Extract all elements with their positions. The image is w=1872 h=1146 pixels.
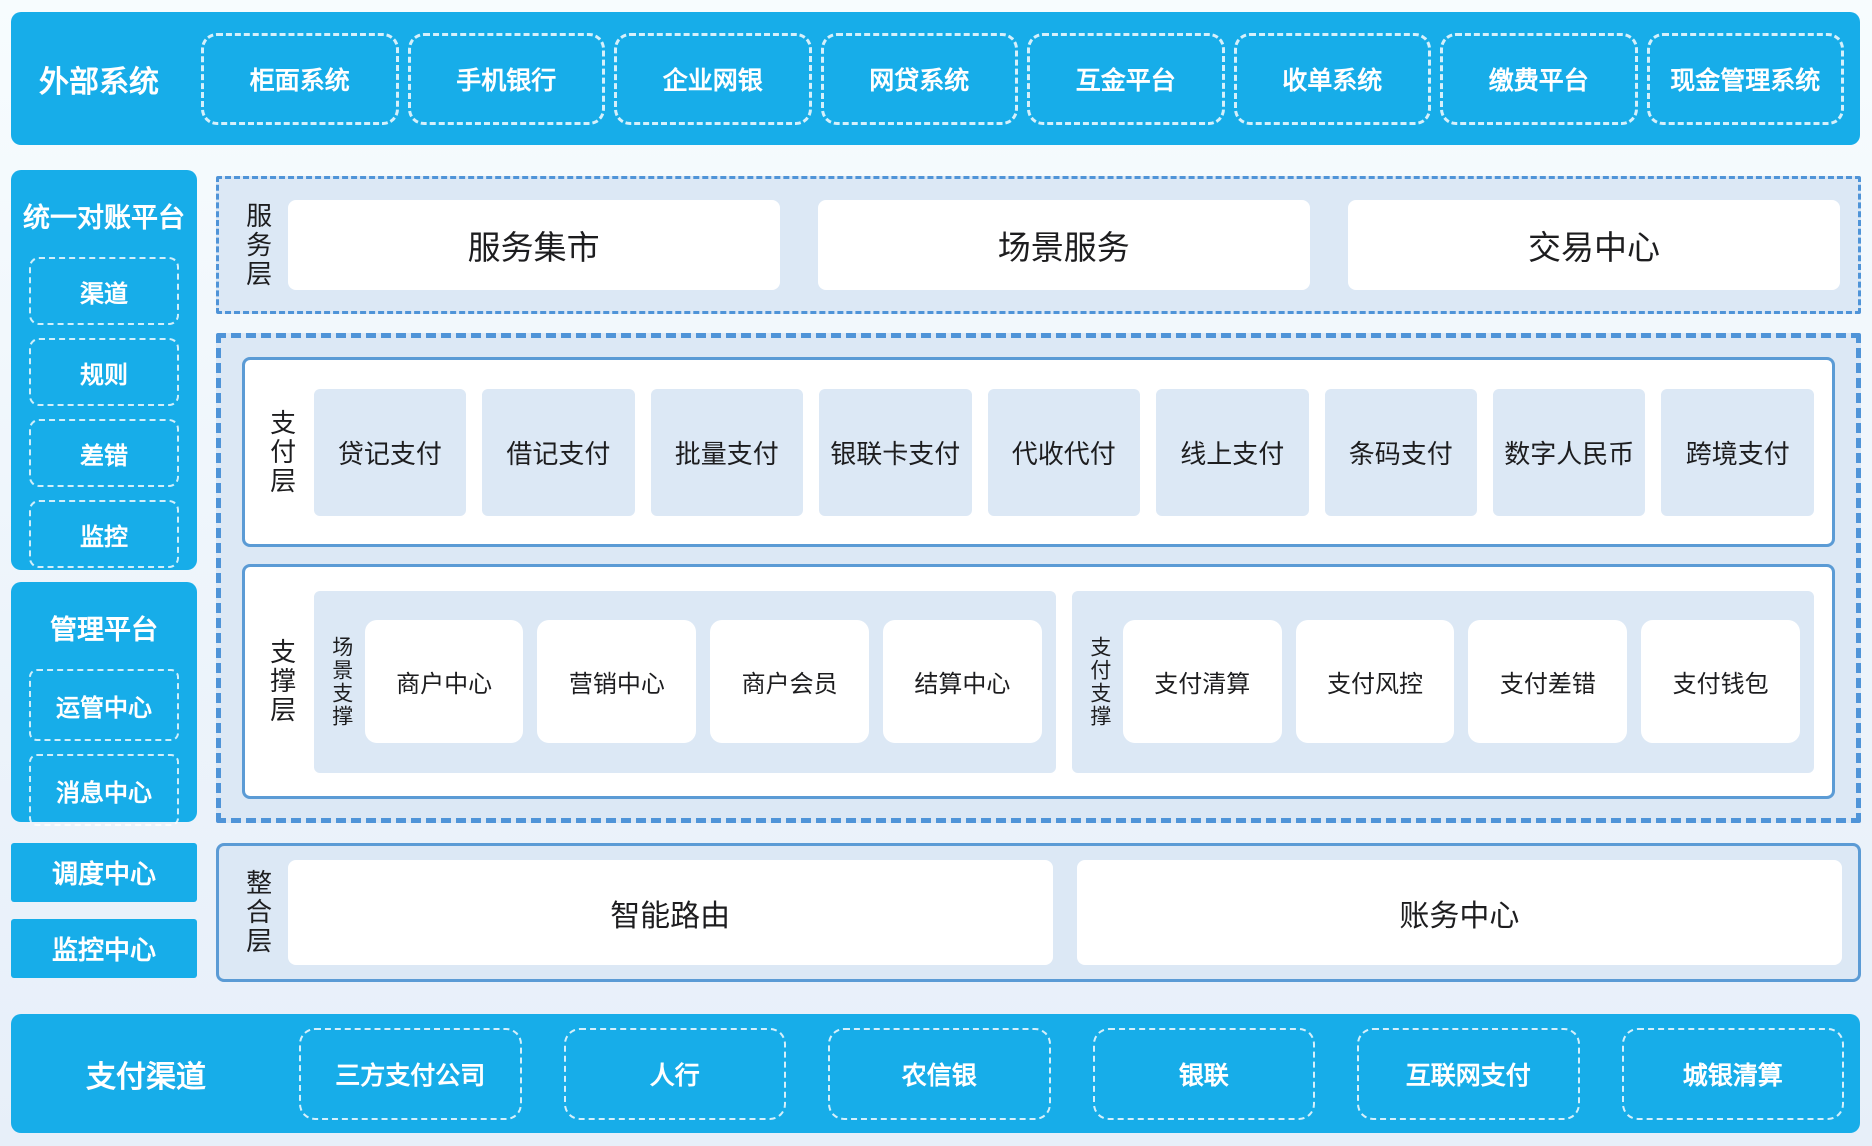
scene-support-node-1: 营销中心 xyxy=(537,620,697,743)
management-node-1: 消息中心 xyxy=(29,754,179,826)
payment-node-3: 银联卡支付 xyxy=(819,388,972,516)
payment-layer-label: 支付层 xyxy=(266,408,297,496)
reconciliation-platform-title: 统一对账平台 xyxy=(23,203,185,233)
management-node-0: 运管中心 xyxy=(29,669,179,741)
payment-channels-title: 支付渠道 xyxy=(86,1060,206,1094)
payment-support-items: 支付清算支付风控支付差错支付钱包 xyxy=(1122,620,1801,743)
reconciliation-node-2: 差错 xyxy=(29,419,179,487)
scene-support-label: 场景支撑 xyxy=(329,635,353,728)
dispatch-center-bar: 调度中心 xyxy=(11,843,197,902)
integration-layer-panel: 整合层 智能路由账务中心 xyxy=(216,843,1861,982)
scene-support-node-0: 商户中心 xyxy=(364,620,524,743)
integration-layer-label: 整合层 xyxy=(242,869,273,956)
payment-node-4: 代收代付 xyxy=(987,388,1141,516)
payment-channel-node-4: 互联网支付 xyxy=(1357,1027,1580,1120)
payment-node-2: 批量支付 xyxy=(650,388,804,516)
management-platform-title: 管理平台 xyxy=(50,615,158,645)
support-layer-groups: 场景支撑 商户中心营销中心商户会员结算中心 支付支撑 支付清算支付风控支付差错支… xyxy=(313,590,1814,773)
payment-node-6: 条码支付 xyxy=(1324,388,1477,516)
scene-support-items: 商户中心营销中心商户会员结算中心 xyxy=(364,620,1042,743)
management-platform-items: 运管中心消息中心 xyxy=(11,647,197,826)
support-layer-label: 支撑层 xyxy=(266,638,297,725)
payment-support-node-3: 支付钱包 xyxy=(1641,620,1801,743)
support-layer-panel: 支撑层 场景支撑 商户中心营销中心商户会员结算中心 支付支撑 支付清算支付风控支… xyxy=(242,564,1835,799)
payment-channel-node-2: 农信银 xyxy=(828,1027,1051,1120)
payment-node-5: 线上支付 xyxy=(1156,388,1309,516)
payment-channels-bar: 支付渠道 三方支付公司人行农信银银联互联网支付城银清算 xyxy=(11,1014,1860,1133)
integration-node-1: 账务中心 xyxy=(1076,860,1842,965)
external-systems-title: 外部系统 xyxy=(39,65,159,99)
reconciliation-platform-panel: 统一对账平台 渠道规则差错监控 xyxy=(11,170,197,570)
external-system-node-2: 企业网银 xyxy=(614,32,812,125)
external-system-node-6: 缴费平台 xyxy=(1440,32,1638,125)
payment-channel-node-5: 城银清算 xyxy=(1621,1027,1844,1120)
scene-support-node-3: 结算中心 xyxy=(883,620,1042,743)
integration-layer-items: 智能路由账务中心 xyxy=(287,860,1842,965)
payment-support-node-1: 支付风控 xyxy=(1295,620,1455,743)
external-system-node-4: 互金平台 xyxy=(1027,32,1225,125)
service-node-1: 场景服务 xyxy=(817,200,1310,290)
service-layer-items: 服务集市场景服务交易中心 xyxy=(287,200,1841,290)
service-layer-label: 服务层 xyxy=(242,201,273,289)
payment-node-7: 数字人民币 xyxy=(1492,388,1646,516)
reconciliation-node-0: 渠道 xyxy=(29,257,179,325)
external-systems-row: 柜面系统手机银行企业网银网贷系统互金平台收单系统缴费平台现金管理系统 xyxy=(201,32,1844,125)
payment-node-0: 贷记支付 xyxy=(313,388,467,516)
payment-channel-node-3: 银联 xyxy=(1092,1027,1315,1120)
external-system-node-7: 现金管理系统 xyxy=(1646,32,1844,125)
service-node-0: 服务集市 xyxy=(287,200,780,290)
reconciliation-node-3: 监控 xyxy=(29,500,179,568)
payment-channels-row: 三方支付公司人行农信银银联互联网支付城银清算 xyxy=(299,1027,1844,1120)
monitor-center-bar: 监控中心 xyxy=(11,919,197,978)
payment-support-group: 支付支撑 支付清算支付风控支付差错支付钱包 xyxy=(1071,590,1814,773)
payment-support-label: 支付支撑 xyxy=(1087,635,1111,728)
payment-support-node-2: 支付差错 xyxy=(1468,620,1628,743)
payment-node-1: 借记支付 xyxy=(482,388,635,516)
payment-node-8: 跨境支付 xyxy=(1661,388,1814,516)
reconciliation-platform-items: 渠道规则差错监控 xyxy=(11,235,197,568)
external-system-node-1: 手机银行 xyxy=(407,32,605,125)
management-platform-panel: 管理平台 运管中心消息中心 xyxy=(11,582,197,826)
service-node-2: 交易中心 xyxy=(1347,200,1841,290)
payment-layer-panel: 支付层 贷记支付借记支付批量支付银联卡支付代收代付线上支付条码支付数字人民币跨境… xyxy=(242,357,1835,547)
external-systems-bar: 外部系统 柜面系统手机银行企业网银网贷系统互金平台收单系统缴费平台现金管理系统 xyxy=(11,12,1860,145)
external-system-node-0: 柜面系统 xyxy=(201,32,399,125)
scene-support-node-2: 商户会员 xyxy=(710,620,870,743)
payment-support-node-0: 支付清算 xyxy=(1122,620,1282,743)
integration-node-0: 智能路由 xyxy=(287,860,1053,965)
reconciliation-node-1: 规则 xyxy=(29,338,179,406)
payment-channel-node-1: 人行 xyxy=(563,1027,786,1120)
external-system-node-3: 网贷系统 xyxy=(820,32,1018,125)
core-layers-container: 支付层 贷记支付借记支付批量支付银联卡支付代收代付线上支付条码支付数字人民币跨境… xyxy=(216,333,1861,823)
payment-channel-node-0: 三方支付公司 xyxy=(299,1027,522,1120)
external-system-node-5: 收单系统 xyxy=(1233,32,1431,125)
payment-layer-items: 贷记支付借记支付批量支付银联卡支付代收代付线上支付条码支付数字人民币跨境支付 xyxy=(313,388,1814,516)
scene-support-group: 场景支撑 商户中心营销中心商户会员结算中心 xyxy=(313,590,1056,773)
service-layer-panel: 服务层 服务集市场景服务交易中心 xyxy=(216,176,1861,314)
